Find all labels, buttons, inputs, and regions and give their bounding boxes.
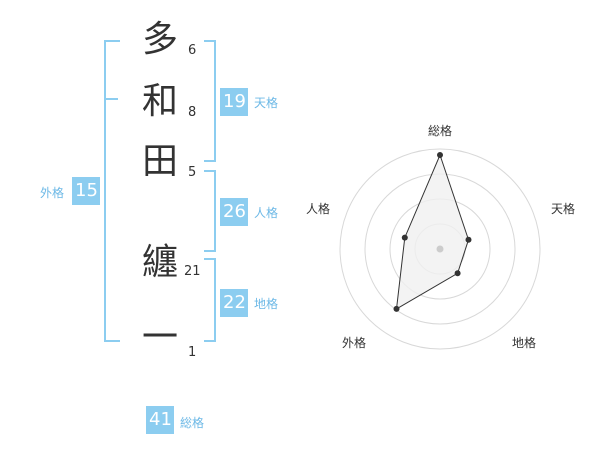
name-char-4: 纏 xyxy=(141,242,178,283)
jinkaku-label: 人格 xyxy=(254,206,279,220)
radar-point-総格 xyxy=(437,152,443,158)
stroke-count-4: 21 xyxy=(184,264,201,279)
soukaku-badge: 41 xyxy=(146,406,174,434)
jinkaku-bracket xyxy=(204,170,216,252)
stroke-count-1: 6 xyxy=(188,43,197,58)
radar-label-gaikaku: 外格 xyxy=(342,336,367,350)
radar-ring-4 xyxy=(339,148,541,350)
stroke-count-3: 5 xyxy=(188,165,197,180)
radar-point-人格 xyxy=(401,234,408,241)
radar-label-tenkaku: 天格 xyxy=(551,202,576,216)
stroke-count-5: 1 xyxy=(188,345,197,360)
radar-label-chikaku: 地格 xyxy=(512,336,537,350)
chikaku-bracket xyxy=(204,258,216,342)
gaikaku-bracket xyxy=(104,40,120,342)
radar-label-soukaku: 総格 xyxy=(428,124,453,138)
chikaku-label: 地格 xyxy=(254,297,279,311)
name-char-3: 田 xyxy=(141,141,178,182)
radar-point-地格 xyxy=(454,270,461,277)
bracket-tick xyxy=(104,98,118,100)
tenkaku-label: 天格 xyxy=(254,96,279,110)
tenkaku-badge: 19 xyxy=(220,88,248,116)
radar-center-dot xyxy=(436,245,444,253)
tenkaku-bracket xyxy=(204,40,216,162)
stroke-count-2: 8 xyxy=(188,105,197,120)
name-char-5: 一 xyxy=(141,317,178,358)
radar-label-jinkaku: 人格 xyxy=(306,202,331,216)
soukaku-label: 総格 xyxy=(180,416,205,430)
jinkaku-badge: 26 xyxy=(220,198,248,226)
gaikaku-badge: 15 xyxy=(72,177,100,205)
name-char-2: 和 xyxy=(141,81,178,122)
radar-point-外格 xyxy=(393,305,400,312)
name-char-1: 多 xyxy=(141,19,178,60)
radar-point-天格 xyxy=(465,236,472,243)
radar-polygon xyxy=(395,153,470,310)
chikaku-badge: 22 xyxy=(220,289,248,317)
gaikaku-label: 外格 xyxy=(40,186,65,200)
